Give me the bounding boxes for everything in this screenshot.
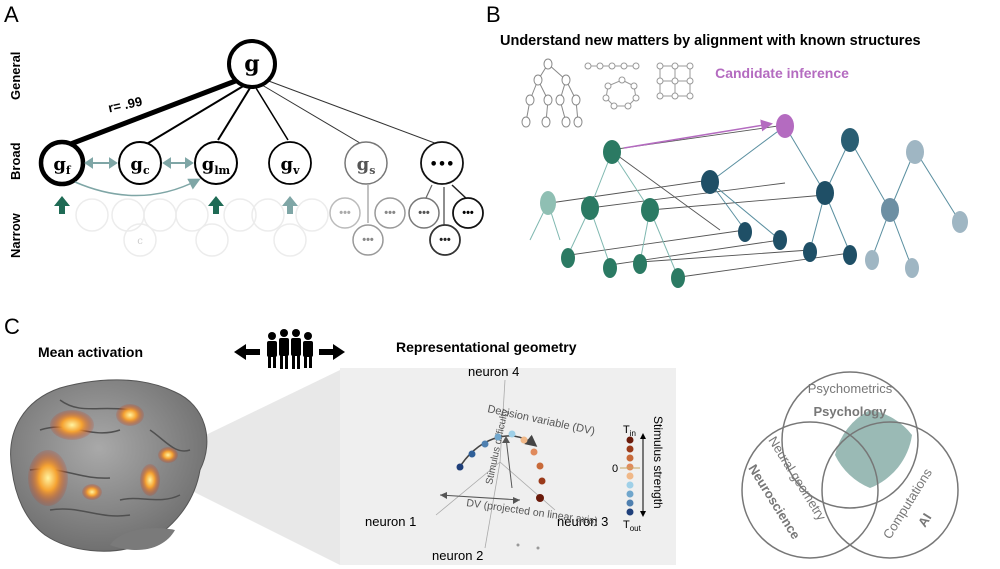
candidate-inference-label: Candidate inference <box>715 65 849 81</box>
faded-node-label: c <box>137 236 143 247</box>
difficulty-arrowhead <box>502 436 510 443</box>
narrow-layer <box>75 198 329 257</box>
stimulus-strength-scale: Tin 0 Stimulus strength Tout <box>612 416 665 533</box>
panel-b-title: Understand new matters by alignment with… <box>500 33 921 49</box>
svg-text:•••: ••• <box>384 207 396 219</box>
dots-narrow <box>408 184 484 256</box>
representational-geometry-label: Representational geometry <box>396 339 577 355</box>
node-gc <box>118 141 162 185</box>
svg-text:glm: glm <box>202 154 231 177</box>
stimulus-points <box>456 430 546 550</box>
neuron-axes <box>435 379 556 549</box>
tree-structure-icon <box>521 58 583 128</box>
svg-text:Stimulus strength: Stimulus strength <box>651 416 665 509</box>
panel-a: A General Broad Narrow r= .99 g c <box>4 2 484 258</box>
projection-cone <box>150 370 340 565</box>
node-g <box>227 39 277 89</box>
panel-c-letter: C <box>4 314 20 339</box>
brain-image <box>10 379 208 552</box>
row-label-broad: Broad <box>8 142 23 180</box>
venn-overlap <box>835 410 912 488</box>
candidate-inference-arrow <box>623 119 773 149</box>
venn-circle-neuroscience <box>741 421 879 559</box>
venn-circle-psychology <box>781 371 919 509</box>
svg-text:gs: gs <box>357 154 376 177</box>
narrow-ellipses: ••• ••• ••• ••• ••• ••• <box>339 207 474 246</box>
venn-psychology: Psychology <box>814 404 888 419</box>
node-gv <box>268 141 312 185</box>
correlation-label: r= .99 <box>107 94 144 116</box>
svg-text:neuron 3: neuron 3 <box>557 514 608 529</box>
gf-to-glm-arrow <box>74 178 201 197</box>
dv-axis-line <box>439 494 521 501</box>
node-g-label: g <box>244 51 259 77</box>
svg-text:gv: gv <box>281 154 301 177</box>
svg-text:gf: gf <box>53 154 72 177</box>
edge-g-gc <box>144 84 246 146</box>
broad-node-labels: gf gc glm gv gs ••• <box>53 154 454 177</box>
broad-links <box>84 157 194 169</box>
node-gf <box>38 139 86 187</box>
svg-text:•••: ••• <box>362 234 374 246</box>
svg-text:Tout: Tout <box>623 519 642 533</box>
venn-diagram: Psychometrics Psychology Neural geometry… <box>741 371 959 559</box>
panel-a-letter: A <box>4 2 19 27</box>
source-tree-nodes <box>540 140 685 288</box>
venn-circle-ai <box>821 421 959 559</box>
svg-text:•••: ••• <box>339 207 351 219</box>
svg-text:neuron 1: neuron 1 <box>365 514 416 529</box>
svg-text:neuron 4: neuron 4 <box>468 364 519 379</box>
panel-b-letter: B <box>486 2 501 27</box>
edge-g-gv <box>255 87 289 141</box>
edge-g-gf <box>67 77 239 148</box>
people-icon <box>234 329 345 369</box>
row-label-narrow: Narrow <box>8 212 23 258</box>
node-gs <box>344 141 388 185</box>
grid-structure-icon <box>656 62 694 100</box>
svg-text:gc: gc <box>130 154 150 177</box>
venn-ai: AI <box>915 511 935 530</box>
node-glm <box>194 141 238 185</box>
panel-b: B Understand new matters by alignment wi… <box>486 2 968 288</box>
panel-c: C Mean activation Representational geome… <box>4 314 959 565</box>
edge-g-gs <box>261 84 361 144</box>
chain-ring-icon <box>584 62 640 110</box>
row-label-general: General <box>8 52 23 100</box>
target-tree-nodes <box>701 114 968 278</box>
edge-g-glm <box>217 87 251 141</box>
venn-psychometrics: Psychometrics <box>808 381 893 396</box>
neuron-labels: neuron 4 neuron 1 neuron 2 neuron 3 <box>365 364 608 563</box>
difficulty-arrow <box>505 437 513 489</box>
svg-text:•••: ••• <box>430 157 455 172</box>
svg-text:Tin: Tin <box>623 424 636 438</box>
svg-text:•••: ••• <box>439 234 451 246</box>
svg-text:•••: ••• <box>462 207 474 219</box>
mean-activation-label: Mean activation <box>38 344 143 360</box>
svg-text:neuron 2: neuron 2 <box>432 548 483 563</box>
edge-g-gdots <box>265 79 441 146</box>
geometry-box <box>340 368 676 565</box>
svg-text:0: 0 <box>612 463 618 475</box>
node-gdots <box>420 141 464 185</box>
gs-narrow <box>329 185 406 256</box>
svg-text:•••: ••• <box>418 207 430 219</box>
narrow-up-arrows <box>54 196 298 214</box>
alignment-lines <box>549 124 851 278</box>
